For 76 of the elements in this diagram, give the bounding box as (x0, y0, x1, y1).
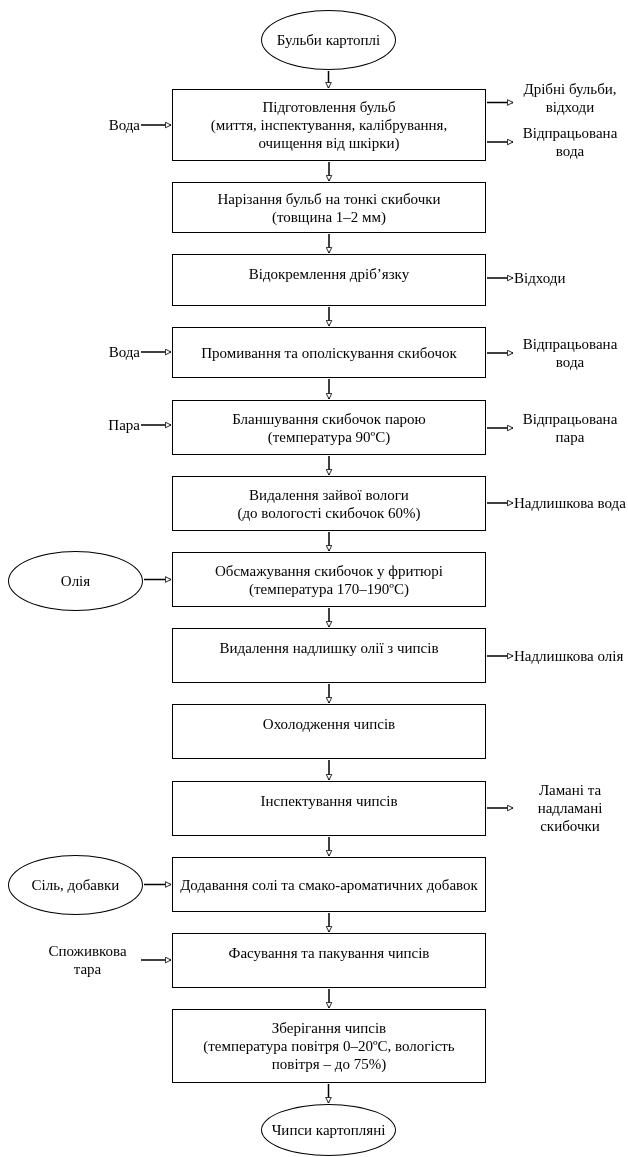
step-title: Підготовлення бульб (262, 98, 396, 116)
process-box (172, 1009, 486, 1083)
arrow (325, 161, 333, 182)
output-label: Дрібні бульби, відходи (514, 80, 626, 116)
arrow (325, 1083, 332, 1104)
input-label: Споживкова тара (35, 942, 140, 978)
arrow (486, 652, 514, 660)
output-label: Надлишкова олія (514, 647, 624, 665)
step-title: Видалення надлишку олії з чипсів (219, 639, 439, 657)
arrow (325, 233, 333, 254)
step-note: (до вологості скибочок 60%) (237, 503, 421, 522)
step-title: Інспектування чипсів (260, 792, 398, 810)
arrow (325, 70, 332, 89)
arrow (486, 274, 514, 282)
arrow (140, 956, 172, 964)
arrow (140, 348, 172, 356)
arrow (143, 576, 172, 583)
arrow (325, 607, 333, 628)
arrow (325, 683, 333, 704)
step-title: Охолодження чипсів (262, 715, 396, 733)
ellipse-text: Бульби картоплі (276, 31, 381, 49)
output-label: Відходи (514, 269, 566, 287)
arrow (325, 378, 333, 400)
input-label: Вода (108, 343, 140, 361)
step-title: Бланшування скибочок парою (232, 409, 426, 428)
step-title: Видалення зайвої вологи (249, 485, 409, 504)
arrow (140, 421, 172, 429)
arrow (486, 424, 514, 432)
step-title: Фасування та пакування чипсів (228, 944, 430, 962)
step-title: Нарізання бульб на тонкі скибочки (217, 189, 441, 208)
process-box (172, 933, 486, 988)
step-note: (миття, інспектування, калібрування, очищення від шкірки) (209, 116, 449, 152)
arrow (325, 836, 333, 857)
process-box (172, 254, 486, 306)
ellipse-text: Олія (60, 572, 91, 590)
ellipse-text: Чипси картопляні (271, 1121, 386, 1139)
step-title: Зберігання чипсів (271, 1019, 387, 1037)
output-label: Ламані та надламані скибочки (514, 781, 626, 835)
arrow (325, 759, 333, 781)
arrow (325, 531, 333, 552)
arrow (486, 138, 514, 146)
process-box (172, 89, 486, 161)
process-box (172, 628, 486, 683)
output-label: Відпрацьована пара (514, 410, 626, 446)
arrow (486, 499, 514, 507)
ellipse-text: Сіль, добавки (31, 876, 120, 894)
process-box (172, 704, 486, 759)
arrow (325, 455, 333, 476)
output-label: Надлишкова вода (514, 494, 626, 512)
arrow (325, 306, 333, 327)
arrow (486, 349, 514, 357)
step-title: Відокремлення дріб’язку (248, 265, 410, 283)
arrow (325, 988, 333, 1009)
process-box (172, 781, 486, 836)
step-title: Додавання солі та смако-ароматичних добавок (180, 875, 478, 894)
process-box (172, 552, 486, 607)
process-box (172, 400, 486, 455)
arrow (143, 881, 172, 888)
step-note: (товщина 1–2 мм) (271, 207, 387, 226)
process-box (172, 182, 486, 233)
step-note: (температура 170–190ºC) (248, 579, 410, 598)
arrow (486, 99, 514, 106)
step-title: Обсмажування скибочок у фритюрі (215, 561, 443, 580)
process-box (172, 327, 486, 378)
process-box (172, 476, 486, 531)
process-box (172, 857, 486, 912)
step-note: (температура повітря 0–20ºC, вологість повітря – до 75%) (202, 1037, 456, 1073)
input-label: Вода (108, 116, 140, 134)
input-label: Пара (108, 416, 140, 434)
step-title: Промивання та ополіскування скибочок (201, 343, 457, 362)
arrow (325, 912, 333, 933)
output-label: Відпрацьована вода (514, 335, 626, 371)
step-note: (температура 90ºC) (267, 427, 391, 446)
arrow (486, 804, 514, 812)
arrow (140, 121, 172, 129)
output-label: Відпрацьована вода (514, 124, 626, 160)
